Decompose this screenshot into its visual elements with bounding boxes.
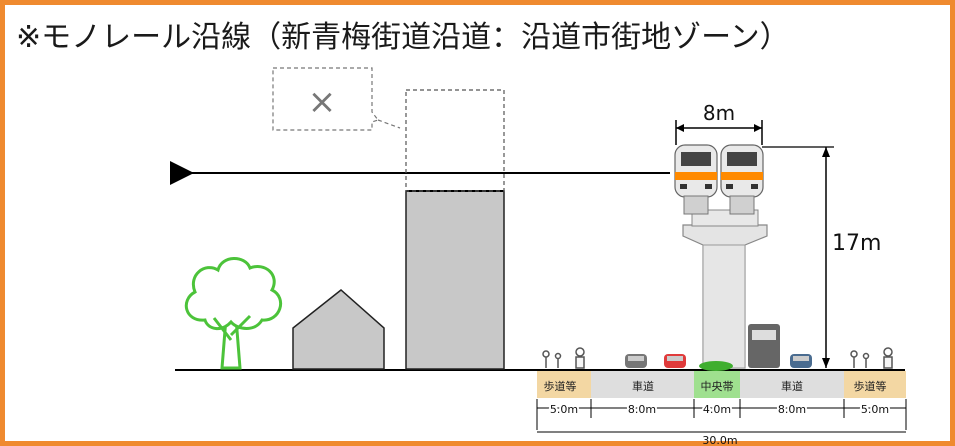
section-name: 中央帯 xyxy=(701,380,734,393)
tree-icon xyxy=(184,257,283,370)
section-width: 4.0m xyxy=(703,403,731,416)
total-width-label: 30.0m xyxy=(702,434,737,446)
monorail-train-right xyxy=(720,144,764,215)
prohibited-height-outline xyxy=(405,89,505,192)
median-strip xyxy=(694,371,740,398)
pedestrians-left-icon xyxy=(542,347,585,369)
tall-building xyxy=(405,190,505,370)
section-name: 歩道等 xyxy=(544,379,577,393)
car-icon xyxy=(790,354,812,368)
house-icon xyxy=(292,289,385,370)
section-width: 8.0m xyxy=(628,403,656,416)
section-name: 車道 xyxy=(781,379,803,393)
cross-mark-icon: × xyxy=(308,82,337,122)
section-width: 5.0m xyxy=(861,403,889,416)
pedestrians-right-icon xyxy=(850,347,893,369)
monorail-width-label: 8m xyxy=(703,101,735,125)
section-name: 車道 xyxy=(632,379,654,393)
median-shrub xyxy=(699,361,733,371)
roadway-left xyxy=(591,371,694,398)
truck-icon xyxy=(748,324,780,368)
section-name: 歩道等 xyxy=(854,379,887,393)
prohibited-callout: × xyxy=(272,67,401,131)
diagram-title: ※モノレール沿線（新青梅街道沿道：沿道市街地ゾーン） xyxy=(16,20,790,55)
section-width: 5.0m xyxy=(550,403,578,416)
roadway-right xyxy=(740,371,844,398)
car-icon xyxy=(664,354,686,368)
monorail-train-left xyxy=(674,144,718,215)
section-width: 8.0m xyxy=(778,403,806,416)
car-icon xyxy=(625,354,647,368)
monorail-height-label: 17m xyxy=(832,231,881,256)
sidewalk-left xyxy=(537,371,591,398)
sidewalk-right xyxy=(844,371,906,398)
